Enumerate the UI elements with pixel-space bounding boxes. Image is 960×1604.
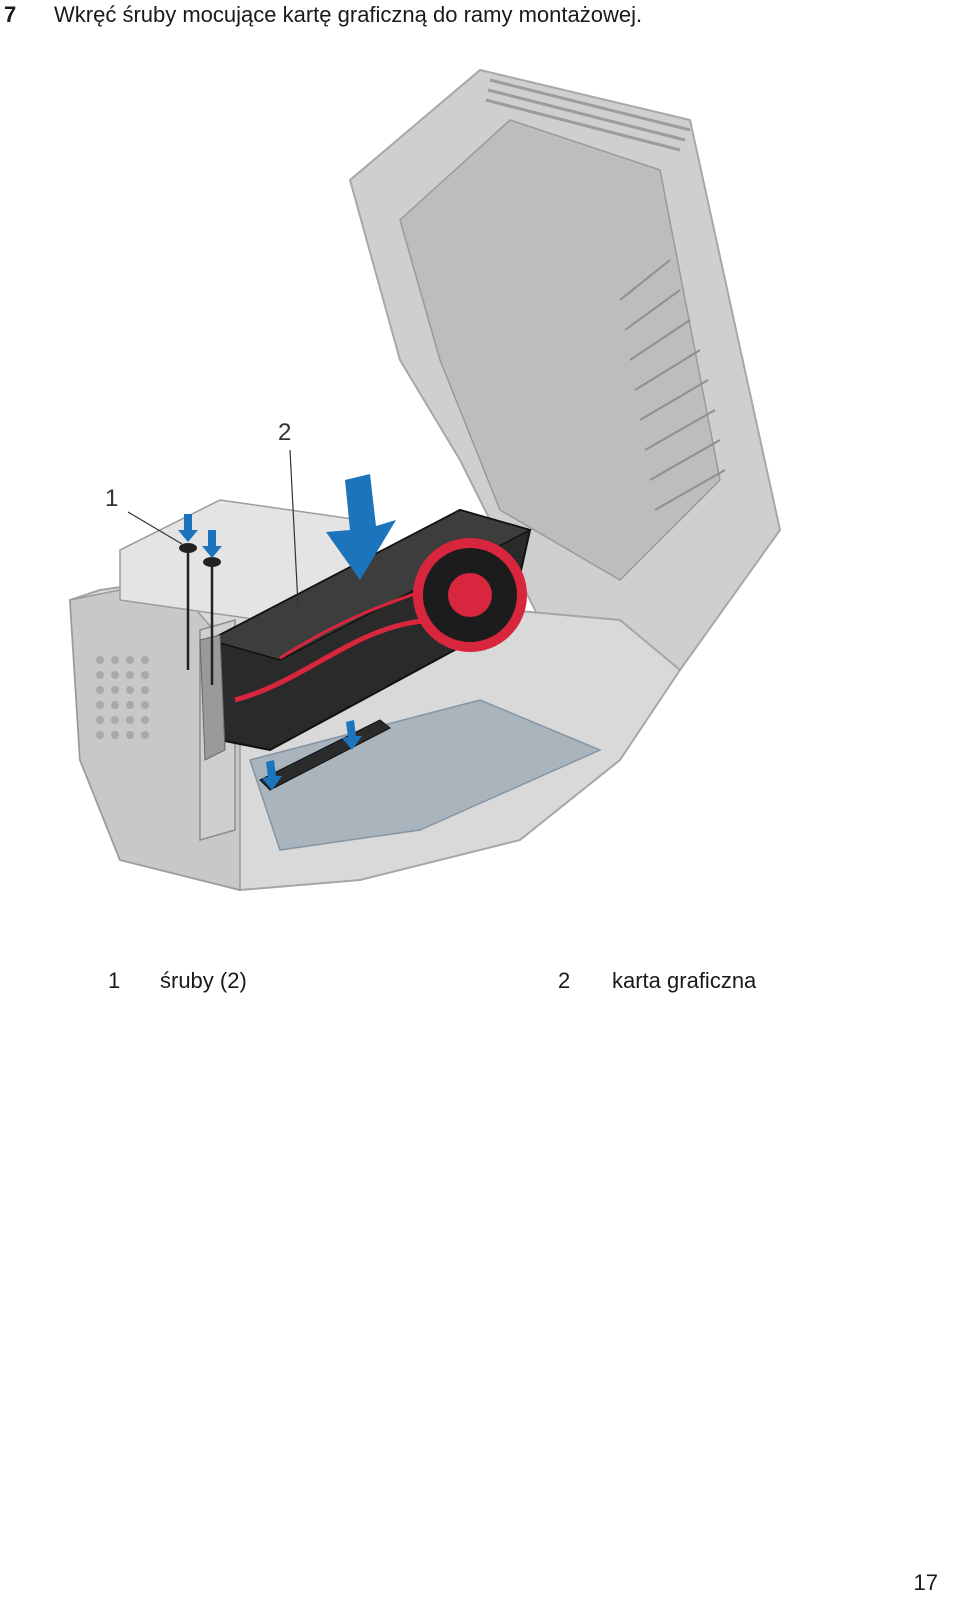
graphics-card-installation-illustration: 1 2 — [60, 60, 800, 920]
arrow-down-large-icon — [326, 474, 396, 580]
step-text: Wkręć śruby mocujące kartę graficzną do … — [54, 2, 643, 27]
lid-inner-panel — [399, 119, 721, 581]
arrow-down-slot-icon — [342, 720, 362, 750]
side-vent-holes — [96, 656, 149, 739]
arrow-down-icon — [178, 514, 198, 542]
card-fan-hub — [448, 573, 492, 617]
illustration-svg: 1 2 — [68, 68, 782, 892]
lid-ridges — [485, 78, 691, 152]
legend-label-2: karta graficzna — [612, 968, 757, 993]
step-instruction: 7 Wkręć śruby mocujące kartę graficzną d… — [0, 2, 960, 30]
screw-icon — [179, 543, 197, 670]
step-number: 7 — [4, 2, 17, 27]
arrow-down-slot-icon — [262, 760, 282, 790]
legend-number-2: 2 — [558, 968, 571, 993]
figure-legend: 1 śruby (2) 2 karta graficzna — [0, 968, 960, 998]
callout-number-1: 1 — [105, 485, 118, 512]
callout-leader-1 — [127, 511, 183, 545]
callout-leader-2 — [289, 449, 299, 606]
legend-number-1: 1 — [108, 968, 121, 993]
arrow-down-icon — [202, 530, 222, 558]
card-bracket — [199, 634, 226, 761]
callout-number-2: 2 — [278, 419, 291, 446]
expansion-board — [249, 699, 602, 851]
screw-icon — [203, 557, 221, 685]
graphics-card — [199, 508, 533, 761]
legend-label-1: śruby (2) — [160, 968, 247, 993]
page-number: 17 — [913, 1570, 938, 1595]
lid-vent-grille — [619, 259, 726, 511]
